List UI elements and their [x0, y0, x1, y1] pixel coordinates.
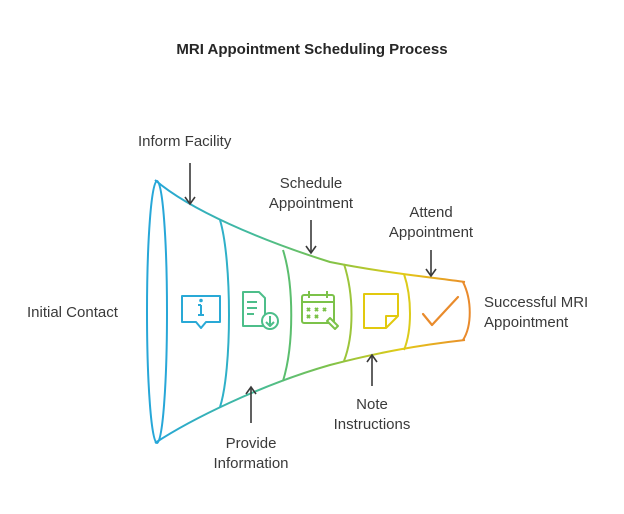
- diagram-title: MRI Appointment Scheduling Process: [176, 41, 448, 58]
- document-download-icon: [242, 291, 279, 330]
- checkmark-icon: [421, 295, 460, 327]
- label-schedule-appointment: Schedule Appointment: [252, 174, 370, 214]
- divider-4: [403, 273, 411, 351]
- label-attend-line1: Attend: [409, 204, 453, 221]
- funnel-bottom-edge: [154, 339, 466, 444]
- funnel-top-edge: [154, 179, 466, 283]
- label-provide-information: Provide Information: [196, 434, 306, 474]
- label-note-instructions: Note Instructions: [316, 395, 428, 435]
- label-successful-mri-appointment: Successful MRI Appointment: [484, 293, 588, 333]
- funnel-end: [462, 281, 471, 341]
- arrow-attend-appointment: [425, 250, 437, 278]
- label-note-line1: Note: [356, 396, 388, 413]
- arrow-inform-facility: [184, 163, 196, 206]
- label-success-line2: Appointment: [484, 314, 569, 331]
- arrow-note-instructions: [366, 353, 378, 386]
- label-attend-appointment: Attend Appointment: [372, 203, 490, 243]
- label-inform-facility: Inform Facility: [138, 133, 232, 150]
- label-note-line2: Instructions: [333, 416, 411, 433]
- divider-3: [343, 263, 353, 362]
- arrow-provide-information: [245, 385, 257, 423]
- label-provide-line2: Information: [213, 455, 289, 472]
- label-schedule-line2: Appointment: [268, 195, 354, 212]
- divider-1: [219, 219, 230, 408]
- label-provide-line1: Provide: [225, 435, 277, 452]
- label-attend-line2: Appointment: [388, 224, 474, 241]
- label-initial-contact: Initial Contact: [27, 304, 118, 321]
- divider-2: [282, 249, 293, 382]
- sticky-note-icon: [363, 293, 399, 329]
- label-schedule-line1: Schedule: [279, 175, 343, 192]
- info-icon: [181, 295, 221, 329]
- funnel-mouth: [146, 180, 168, 444]
- label-success-line1: Successful MRI: [484, 294, 589, 311]
- arrow-schedule-appointment: [305, 220, 317, 255]
- calendar-edit-icon: [301, 291, 339, 330]
